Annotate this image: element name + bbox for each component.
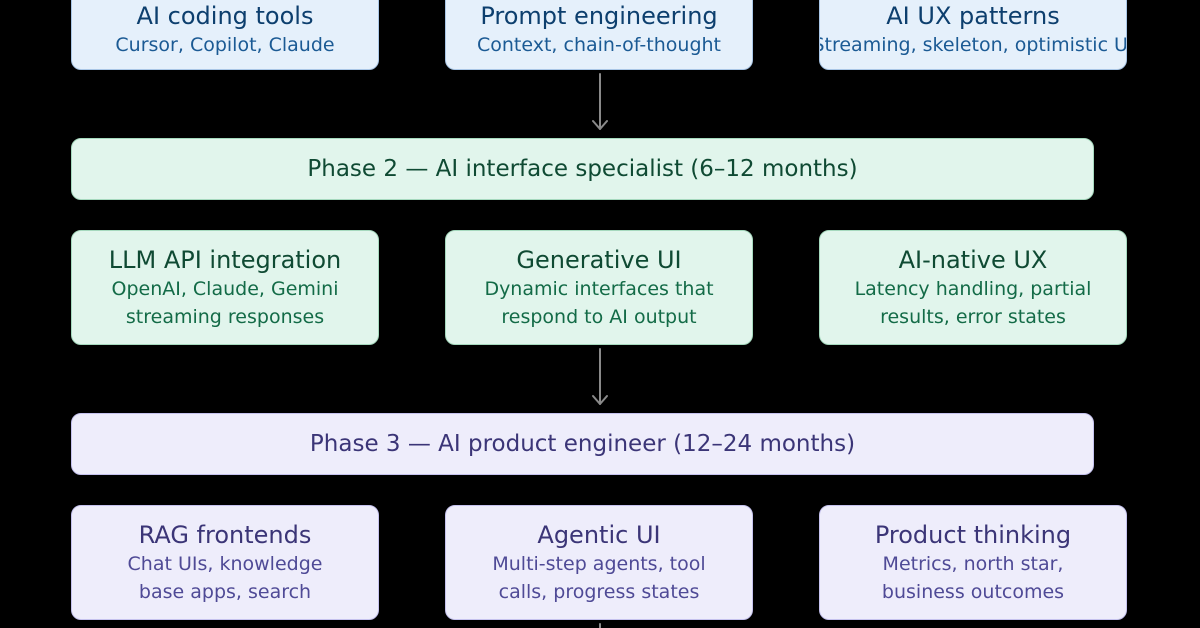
card-title: LLM API integration xyxy=(108,245,342,274)
card-description-line-1: Multi-step agents, tool xyxy=(492,552,706,575)
card-generative-ui: Generative UI Dynamic interfaces that re… xyxy=(445,230,753,345)
card-prompt-engineering: Prompt engineering Context, chain-of-tho… xyxy=(445,0,753,70)
card-title: Generative UI xyxy=(516,245,682,274)
card-description-line-2: business outcomes xyxy=(881,580,1065,603)
card-rag-frontends: RAG frontends Chat UIs, knowledge base a… xyxy=(71,505,379,620)
card-description-line-1: Metrics, north star, xyxy=(882,552,1064,575)
card-description-line-1: Dynamic interfaces that xyxy=(484,277,714,300)
card-description-line-2: calls, progress states xyxy=(498,580,700,603)
card-ai-ux-patterns: AI UX patterns Streaming, skeleton, opti… xyxy=(819,0,1127,70)
card-title: AI UX patterns xyxy=(886,1,1060,30)
card-ai-coding-tools: AI coding tools Cursor, Copilot, Claude xyxy=(71,0,379,70)
card-description-line-2: respond to AI output xyxy=(501,305,697,328)
card-description-line-1: OpenAI, Claude, Gemini xyxy=(111,277,339,300)
card-description: Cursor, Copilot, Claude xyxy=(115,33,335,56)
card-agentic-ui: Agentic UI Multi-step agents, tool calls… xyxy=(445,505,753,620)
card-title: Product thinking xyxy=(874,520,1072,549)
card-description-line-2: base apps, search xyxy=(138,580,312,603)
card-title: AI coding tools xyxy=(136,1,314,30)
phase-2-banner: Phase 2 — AI interface specialist (6–12 … xyxy=(71,138,1094,200)
card-description-line-1: Chat UIs, knowledge xyxy=(127,552,323,575)
arrowhead-phase2-to-phase3 xyxy=(592,395,608,405)
card-description-line-1: Latency handling, partial xyxy=(854,277,1092,300)
card-description: Context, chain-of-thought xyxy=(476,33,721,56)
card-ai-native-ux: AI-native UX Latency handling, partial r… xyxy=(819,230,1127,345)
card-title: RAG frontends xyxy=(138,520,312,549)
phase-3-banner: Phase 3 — AI product engineer (12–24 mon… xyxy=(71,413,1094,475)
card-description: Streaming, skeleton, optimistic UI xyxy=(819,33,1127,56)
card-description-line-2: results, error states xyxy=(880,305,1066,328)
arrowhead-phase1-to-phase2 xyxy=(592,120,608,130)
card-title: AI-native UX xyxy=(898,245,1048,274)
card-description-line-2: streaming responses xyxy=(125,305,325,328)
card-product-thinking: Product thinking Metrics, north star, bu… xyxy=(819,505,1127,620)
card-title: Prompt engineering xyxy=(480,1,718,30)
card-llm-api-integration: LLM API integration OpenAI, Claude, Gemi… xyxy=(71,230,379,345)
card-title: Agentic UI xyxy=(537,520,661,549)
